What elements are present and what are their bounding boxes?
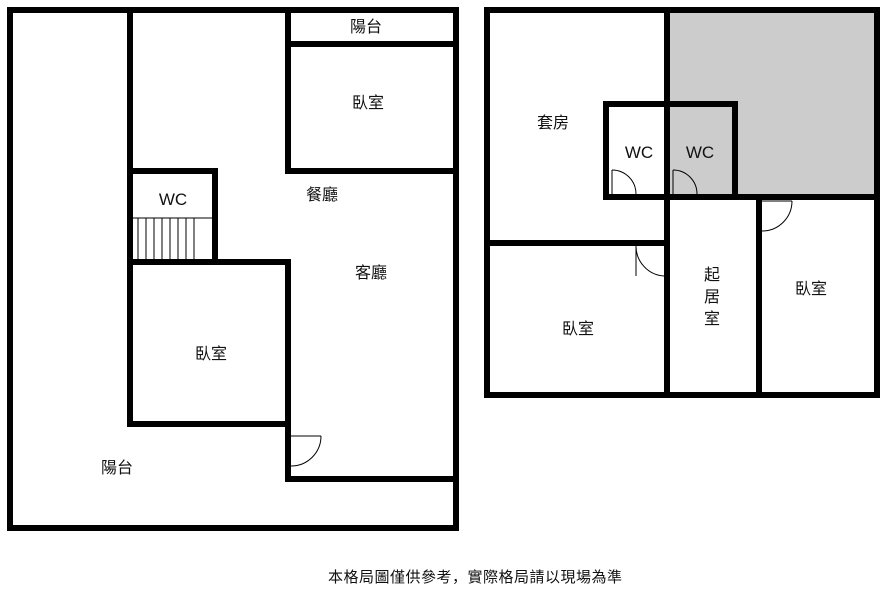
left-outer-wall <box>7 7 459 531</box>
disclaimer-text: 本格局圖僅供參考，實際格局請以現場為準 <box>328 568 623 586</box>
room-label-bedroom-left: 臥室 <box>562 319 594 338</box>
stairs <box>137 218 195 262</box>
door-swing-wc-b <box>672 169 698 195</box>
room-label-bedroom-top: 臥室 <box>352 93 384 112</box>
right-outer-wall <box>484 7 880 398</box>
room-label-living: 客廳 <box>355 263 387 282</box>
door-swing-wc-a <box>611 169 637 195</box>
room-label-balcony-bottom: 陽台 <box>101 458 133 477</box>
door-swing-living <box>290 435 322 467</box>
room-label-wc: WC <box>159 190 187 209</box>
room-label-wc-b: WC <box>686 143 714 162</box>
left-floor-plan: 陽台 臥室 WC 餐廳 客廳 臥室 陽台 <box>7 7 459 531</box>
room-label-bedroom-right: 臥室 <box>795 279 827 298</box>
wc-a-floor <box>608 104 667 195</box>
room-label-balcony-top: 陽台 <box>350 17 382 36</box>
door-swing-bedroom-right <box>761 200 793 232</box>
room-label-bedroom-mid: 臥室 <box>195 344 227 363</box>
room-label-suite: 套房 <box>537 113 569 132</box>
door-swing-bedroom-left <box>635 245 665 277</box>
room-label-dining: 餐廳 <box>306 185 338 204</box>
right-floor-plan: 套房 WC WC 臥室 起居室 臥室 <box>484 7 880 398</box>
room-label-wc-a: WC <box>625 143 653 162</box>
room-label-study: 起居室 <box>704 265 720 328</box>
